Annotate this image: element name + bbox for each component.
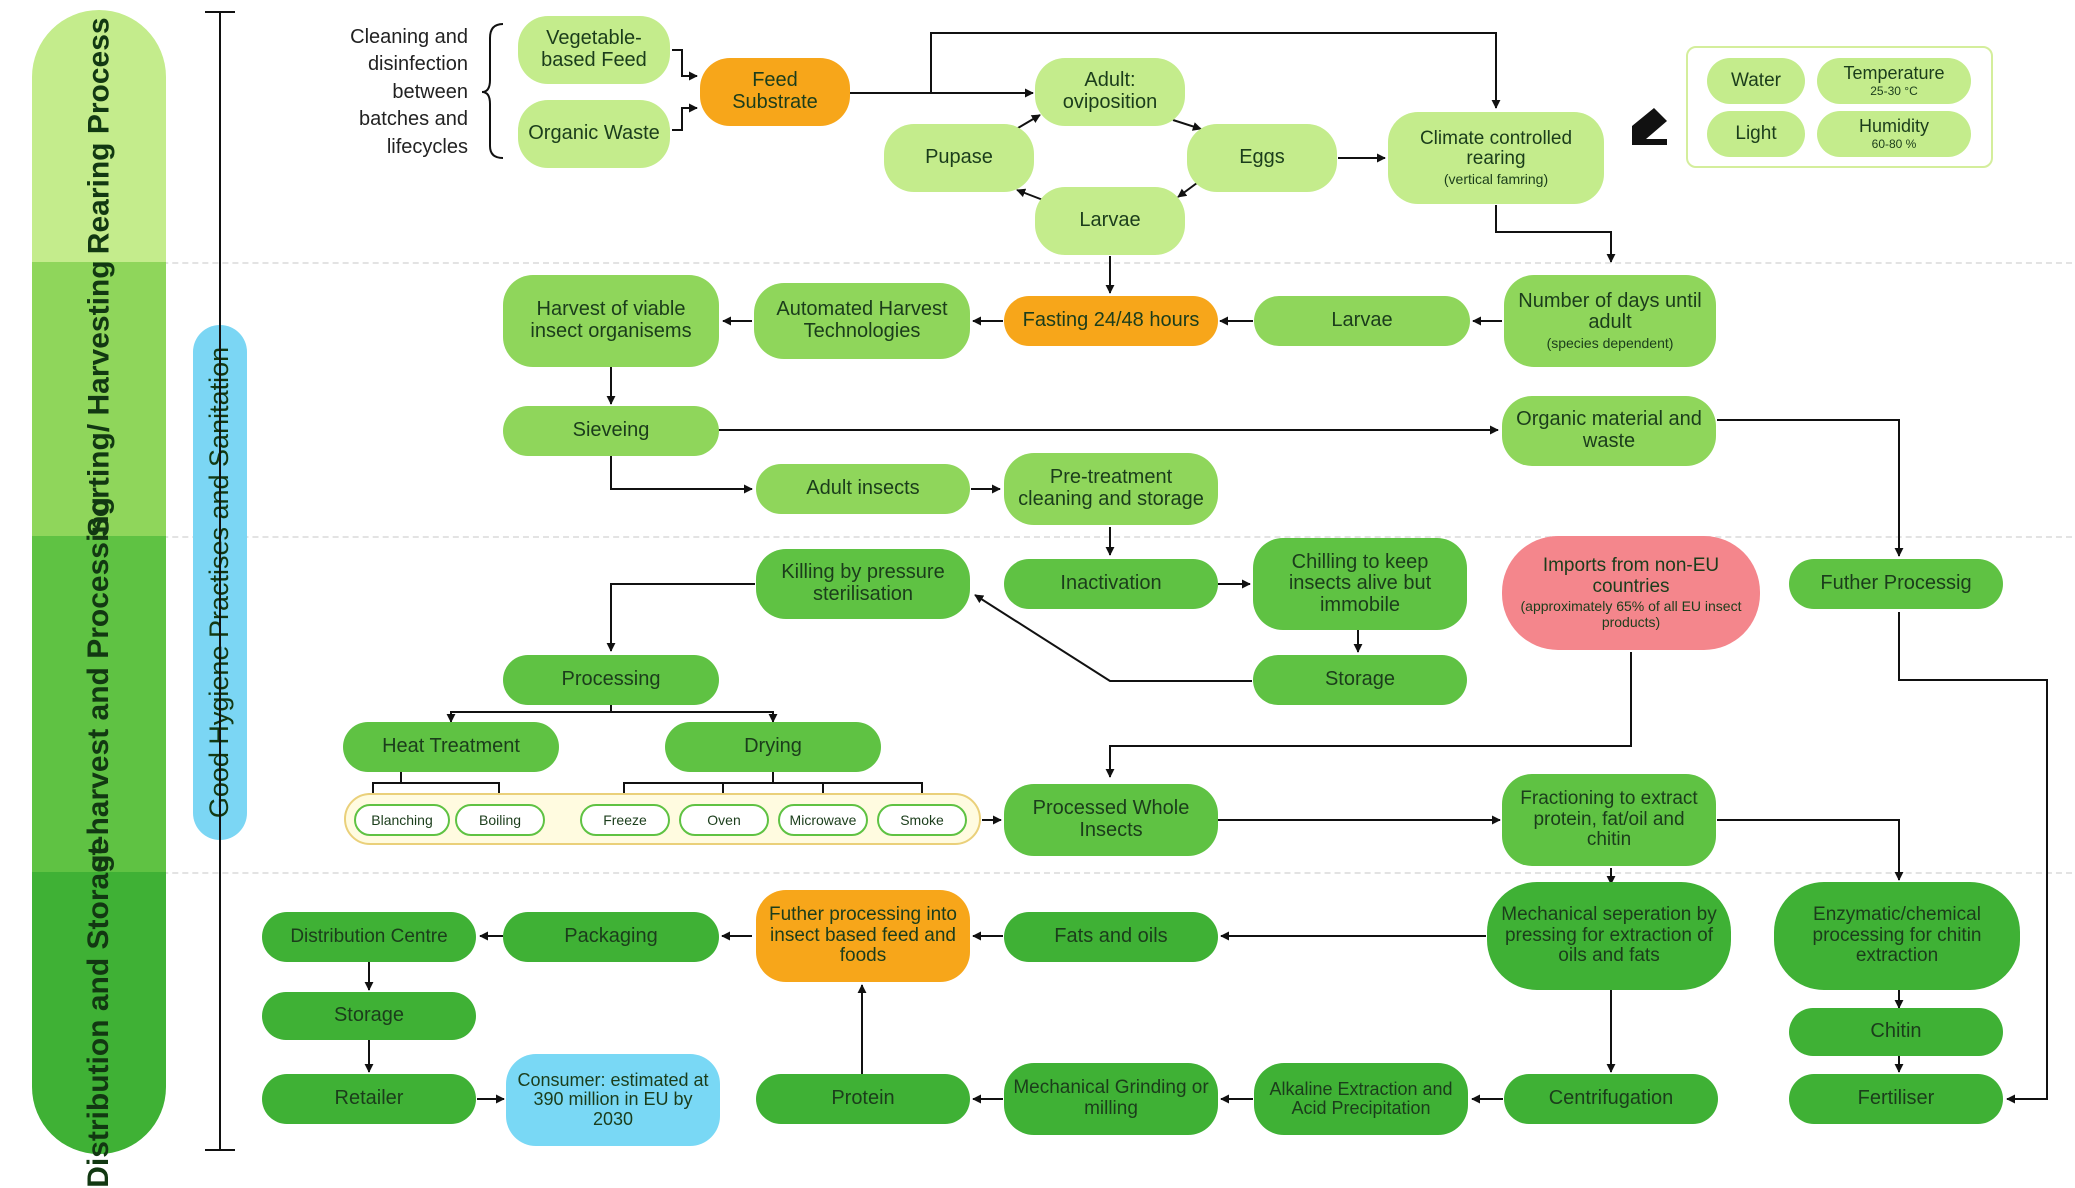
condition-humidity: Humidity 60-80 % (1817, 111, 1971, 157)
cleaning-note: Cleaning and disinfection between batche… (350, 26, 468, 158)
node-chilling: Chilling to keep insects alive but immob… (1253, 538, 1467, 630)
condition-temperature-label: Temperature (1843, 63, 1945, 84)
arrow (1495, 205, 1616, 263)
condition-temperature-range: 25-30 °C (1870, 83, 1918, 98)
node-drying: Drying (665, 722, 881, 772)
band-distribution: Distribution and Storage (32, 838, 166, 1188)
node-heat-treatment: Heat Treatment (343, 722, 559, 772)
condition-humidity-label: Humidity (1858, 116, 1929, 137)
node-mechanical-grinding: Mechanical Grinding or milling (1004, 1063, 1218, 1135)
node-mechanical-separation: Mechanical seperation by pressing for ex… (1487, 882, 1731, 990)
node-harvest-viable: Harvest of viable insect organisems (503, 275, 719, 367)
node-processing: Processing (503, 655, 719, 705)
band-divider (32, 536, 2072, 538)
arrow (1898, 612, 2048, 1104)
node-protein: Protein (756, 1074, 970, 1124)
arrow (610, 455, 753, 494)
condition-light: Light (1707, 111, 1805, 157)
node-retailer: Retailer (262, 1074, 476, 1124)
node-imports: Imports from non-EU countries (approxima… (1502, 536, 1760, 650)
node-automated-harvest: Automated Harvest Technologies (754, 283, 970, 359)
node-larvae-cycle: Larvae (1035, 187, 1185, 255)
condition-temperature: Temperature 25-30 °C (1817, 58, 1971, 104)
node-organic-material: Organic material and waste (1502, 396, 1716, 466)
arrow (606, 583, 755, 652)
node-centrifugation: Centrifugation (1504, 1074, 1718, 1124)
arrow-layer (205, 11, 2048, 1151)
arrow (1016, 188, 1044, 201)
node-vegetable-feed: Vegetable-based Feed (518, 16, 670, 84)
node-organic-waste: Organic Waste (518, 100, 670, 168)
node-fractioning: Fractioning to extract protein, fat/oil … (1502, 774, 1716, 866)
band-sorting: Sorting/ Harvesting (32, 261, 166, 537)
method-smoke: Smoke (877, 804, 967, 836)
node-fats-oils: Fats and oils (1004, 912, 1218, 962)
arrow (1172, 119, 1202, 131)
node-storage-post: Storage (1253, 655, 1467, 705)
node-distribution-centre: Distribution Centre (262, 912, 476, 962)
node-sieveing: Sieveing (503, 406, 719, 456)
node-chitin: Chitin (1789, 1008, 2003, 1056)
method-oven: Oven (679, 804, 769, 836)
node-days-until-adult: Number of days until adult (species depe… (1504, 275, 1716, 367)
cleaning-bracket (481, 23, 504, 159)
arrow (1717, 819, 1904, 881)
node-enzymatic: Enzymatic/chemical processing for chitin… (1774, 882, 2020, 990)
node-larvae-sorted: Larvae (1254, 296, 1470, 346)
conditions-panel (1686, 46, 1993, 168)
arrow (974, 594, 1252, 682)
arrow (368, 770, 402, 802)
band-rearing: Rearing Process (32, 10, 166, 262)
node-futher-processig: Futher Processig (1789, 559, 2003, 609)
node-processed-whole: Processed Whole Insects (1004, 784, 1218, 856)
node-packaging: Packaging (503, 912, 719, 962)
arrow (611, 711, 778, 723)
node-eggs: Eggs (1187, 124, 1337, 192)
insect-production-flow-diagram: Rearing Process Sorting/ Harvesting Post… (32, 10, 2072, 1188)
condition-humidity-range: 60-80 % (1871, 136, 1917, 151)
node-alkaline: Alkaline Extraction and Acid Precipitati… (1254, 1063, 1468, 1135)
method-blanching: Blanching (354, 804, 450, 836)
node-imports-note: (approximately 65% of all EU insect prod… (1520, 598, 1742, 630)
arrow (1105, 652, 1632, 778)
node-fertiliser: Fertiliser (1789, 1074, 2003, 1124)
node-pretreatment: Pre-treatment cleaning and storage (1004, 453, 1218, 525)
arrow (672, 49, 698, 81)
node-pupase: Pupase (884, 124, 1034, 192)
node-killing-pressure: Killing by pressure sterilisation (756, 549, 970, 619)
band-post-harvest: Post-harvest and Processing (32, 497, 166, 911)
node-feed-substrate: Feed Substrate (700, 58, 850, 126)
arrow (930, 32, 1501, 109)
node-days-until-adult-note: (species dependent) (1546, 335, 1674, 352)
node-inactivation: Inactivation (1004, 559, 1218, 609)
band-divider (32, 872, 2072, 874)
node-storage-dist: Storage (262, 992, 476, 1040)
method-boiling: Boiling (455, 804, 545, 836)
node-fasting: Fasting 24/48 hours (1004, 296, 1218, 346)
node-adult-oviposition: Adult: oviposition (1035, 58, 1185, 126)
method-freeze: Freeze (580, 804, 670, 836)
node-climate-rearing-label: Climate controlled rearing (1419, 127, 1573, 170)
big-arrow-icon (1632, 108, 1667, 145)
node-climate-rearing: Climate controlled rearing (vertical fam… (1388, 112, 1604, 204)
node-adult-insects: Adult insects (756, 464, 970, 514)
band-divider (32, 262, 2072, 264)
node-days-until-adult-label: Number of days until adult (1518, 289, 1702, 334)
condition-water: Water (1707, 58, 1805, 104)
node-climate-rearing-note: (vertical famring) (1443, 170, 1549, 187)
arrow (1717, 419, 1904, 557)
arrow (619, 770, 774, 802)
node-imports-label: Imports from non-EU countries (1542, 555, 1720, 597)
node-futher-processing-feed: Futher processing into insect based feed… (756, 890, 970, 982)
arrow (672, 103, 698, 131)
arrow (1017, 114, 1041, 129)
method-microwave: Microwave (778, 804, 868, 836)
node-consumer: Consumer: estimated at 390 million in EU… (506, 1054, 720, 1146)
arrow (446, 704, 612, 723)
